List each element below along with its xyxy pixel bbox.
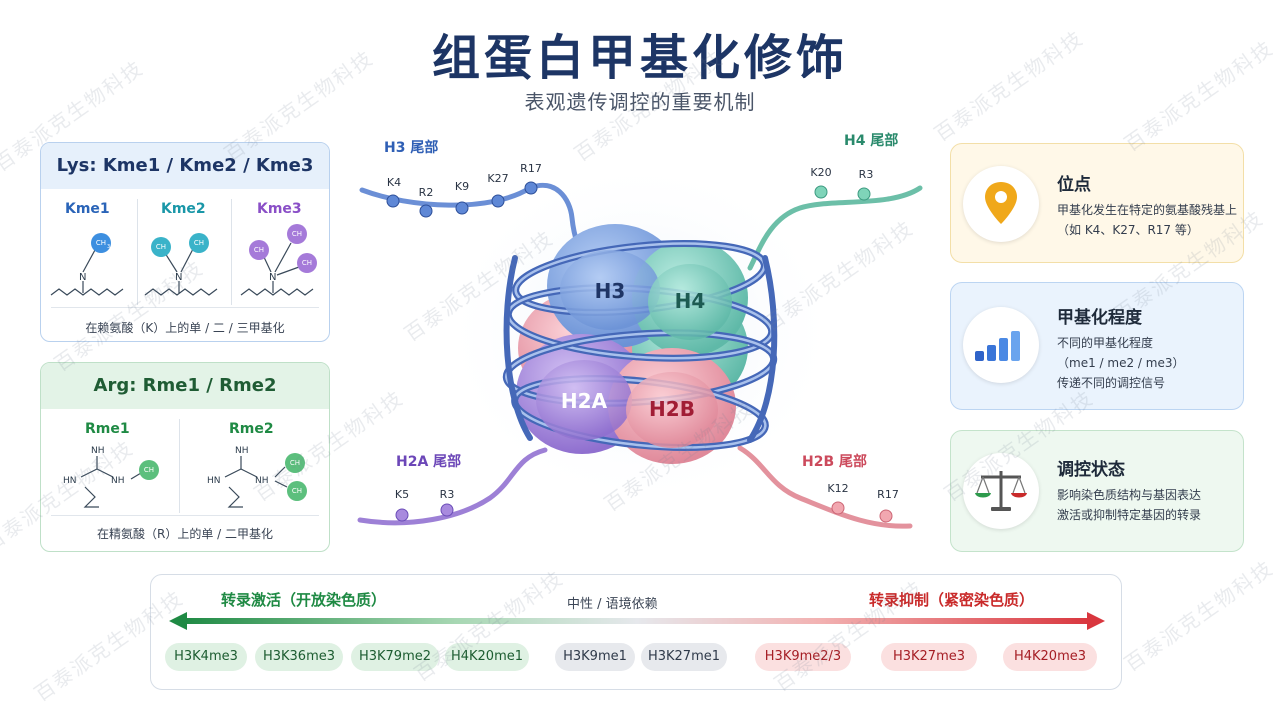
rme2-structure: NH HN NH CH CH bbox=[207, 446, 307, 508]
signal-bars-icon bbox=[963, 307, 1039, 383]
card-degree-line: （me1 / me2 / me3） bbox=[1057, 356, 1185, 370]
svg-text:HN: HN bbox=[63, 476, 77, 486]
h3-site-r17: R17 bbox=[520, 162, 542, 175]
h4-tail bbox=[747, 185, 923, 271]
h3-site-k9: K9 bbox=[455, 180, 469, 193]
kme2-structure: CH CH N bbox=[144, 233, 218, 296]
h3-site-k27: K27 bbox=[487, 172, 508, 185]
svg-text:CH: CH bbox=[254, 246, 264, 254]
balance-scale-icon bbox=[963, 453, 1039, 529]
h2a-site-k5: K5 bbox=[395, 488, 409, 501]
svg-text:NH: NH bbox=[255, 476, 269, 486]
h2a-site-r3: R3 bbox=[440, 488, 455, 501]
repression-label: 转录抑制（紧密染色质） bbox=[869, 591, 1035, 609]
mark-pill: H4K20me3 bbox=[1003, 643, 1097, 671]
svg-text:CH: CH bbox=[156, 243, 166, 251]
card-regulation: 调控状态 影响染色质结构与基因表达 激活或抑制特定基因的转录 bbox=[950, 430, 1244, 552]
mark-pill: H4K20me1 bbox=[445, 643, 529, 671]
mark-pill: H3K36me3 bbox=[255, 643, 343, 671]
h2b-tail bbox=[737, 445, 913, 529]
card-site-title: 位点 bbox=[1057, 175, 1091, 195]
neutral-label: 中性 / 语境依赖 bbox=[567, 597, 658, 612]
lys-methylation-panel: Lys: Kme1 / Kme2 / Kme3 Kme1 Kme2 Kme3 C… bbox=[40, 142, 330, 342]
h4-site-r3: R3 bbox=[859, 168, 874, 181]
card-degree-line: 不同的甲基化程度 bbox=[1057, 336, 1154, 350]
ch3-label: CH bbox=[96, 239, 106, 247]
gradient-arrow bbox=[169, 612, 1105, 630]
h3-site-k4: K4 bbox=[387, 176, 401, 189]
mark-pill: H3K4me3 bbox=[165, 643, 247, 671]
h3-site-r2: R2 bbox=[419, 186, 434, 199]
svg-text:CH: CH bbox=[290, 459, 300, 467]
mark-pill: H3K9me2/3 bbox=[755, 643, 851, 671]
h4-label: H4 bbox=[675, 289, 706, 313]
arg-panel-title: Arg: Rme1 / Rme2 bbox=[41, 363, 329, 409]
h2b-label: H2B bbox=[649, 397, 695, 421]
mark-pill: H3K79me2 bbox=[351, 643, 439, 671]
arg-panel-caption: 在精氨酸（R）上的单 / 二甲基化 bbox=[96, 527, 273, 541]
card-regulation-line: 激活或抑制特定基因的转录 bbox=[1057, 508, 1202, 522]
card-regulation-title: 调控状态 bbox=[1057, 460, 1125, 480]
card-degree-line: 传递不同的调控信号 bbox=[1057, 376, 1166, 390]
mark-pill: H3K27me1 bbox=[641, 643, 727, 671]
svg-text:CH: CH bbox=[292, 230, 302, 238]
h2a-tail-label: H2A 尾部 bbox=[396, 453, 461, 470]
rme2-label: Rme2 bbox=[229, 421, 274, 437]
nucleosome-diagram: H3 H4 H2A H2B K4 R2 K9 K27 R17 K20 R3 K5… bbox=[357, 132, 923, 529]
svg-text:CH: CH bbox=[194, 239, 204, 247]
page-title: 组蛋白甲基化修饰 bbox=[431, 30, 848, 86]
svg-text:CH: CH bbox=[302, 259, 312, 267]
kme3-structure: CH CH CH N bbox=[240, 224, 317, 296]
watermark: 百泰派克生物科技 bbox=[1119, 555, 1278, 677]
svg-text:CH: CH bbox=[144, 466, 154, 474]
h3-tail-label: H3 尾部 bbox=[384, 139, 438, 156]
h2b-tail-label: H2B 尾部 bbox=[802, 453, 867, 470]
svg-text:N: N bbox=[269, 272, 276, 283]
h2a-label: H2A bbox=[561, 389, 608, 413]
svg-text:HN: HN bbox=[207, 476, 221, 486]
kme1-label: Kme1 bbox=[65, 201, 110, 217]
svg-text:NH: NH bbox=[91, 446, 105, 456]
svg-text:NH: NH bbox=[111, 476, 125, 486]
mark-pill: H3K27me3 bbox=[881, 643, 977, 671]
kme2-label: Kme2 bbox=[161, 201, 206, 217]
kme1-structure: CH 3 N bbox=[50, 233, 124, 296]
svg-text:CH: CH bbox=[292, 487, 302, 495]
kme3-label: Kme3 bbox=[257, 201, 302, 217]
h4-site-k20: K20 bbox=[810, 166, 831, 179]
lys-panel-caption: 在赖氨酸（K）上的单 / 二 / 三甲基化 bbox=[85, 321, 285, 335]
transcription-legend: 转录激活（开放染色质） 中性 / 语境依赖 转录抑制（紧密染色质） H3K4me… bbox=[150, 574, 1122, 690]
rme1-structure: NH HN NH CH bbox=[63, 446, 159, 508]
activation-label: 转录激活（开放染色质） bbox=[221, 591, 387, 609]
svg-text:3: 3 bbox=[107, 244, 110, 250]
card-regulation-line: 影响染色质结构与基因表达 bbox=[1057, 488, 1202, 502]
h2b-site-r17: R17 bbox=[877, 488, 899, 501]
card-site-line: 甲基化发生在特定的氨基酸残基上 bbox=[1057, 203, 1238, 217]
location-pin-icon bbox=[963, 166, 1039, 242]
card-degree-title: 甲基化程度 bbox=[1057, 308, 1142, 328]
svg-text:NH: NH bbox=[235, 446, 249, 456]
card-degree: 甲基化程度 不同的甲基化程度 （me1 / me2 / me3） 传递不同的调控… bbox=[950, 282, 1244, 410]
svg-text:N: N bbox=[175, 272, 182, 283]
h3-label: H3 bbox=[595, 279, 626, 303]
h2b-site-k12: K12 bbox=[827, 482, 848, 495]
page-subtitle: 表观遗传调控的重要机制 bbox=[524, 90, 756, 114]
n-atom: N bbox=[79, 272, 86, 283]
card-site-line: （如 K4、K27、R17 等） bbox=[1057, 223, 1199, 237]
arg-methylation-panel: Arg: Rme1 / Rme2 Rme1 Rme2 NH HN NH CH N… bbox=[40, 362, 330, 552]
h4-tail-label: H4 尾部 bbox=[844, 132, 898, 149]
card-site: 位点 甲基化发生在特定的氨基酸残基上 （如 K4、K27、R17 等） bbox=[950, 143, 1244, 263]
lys-panel-title: Lys: Kme1 / Kme2 / Kme3 bbox=[41, 143, 329, 189]
h2a-tail bbox=[357, 447, 548, 526]
rme1-label: Rme1 bbox=[85, 421, 130, 437]
mark-pill: H3K9me1 bbox=[555, 643, 635, 671]
